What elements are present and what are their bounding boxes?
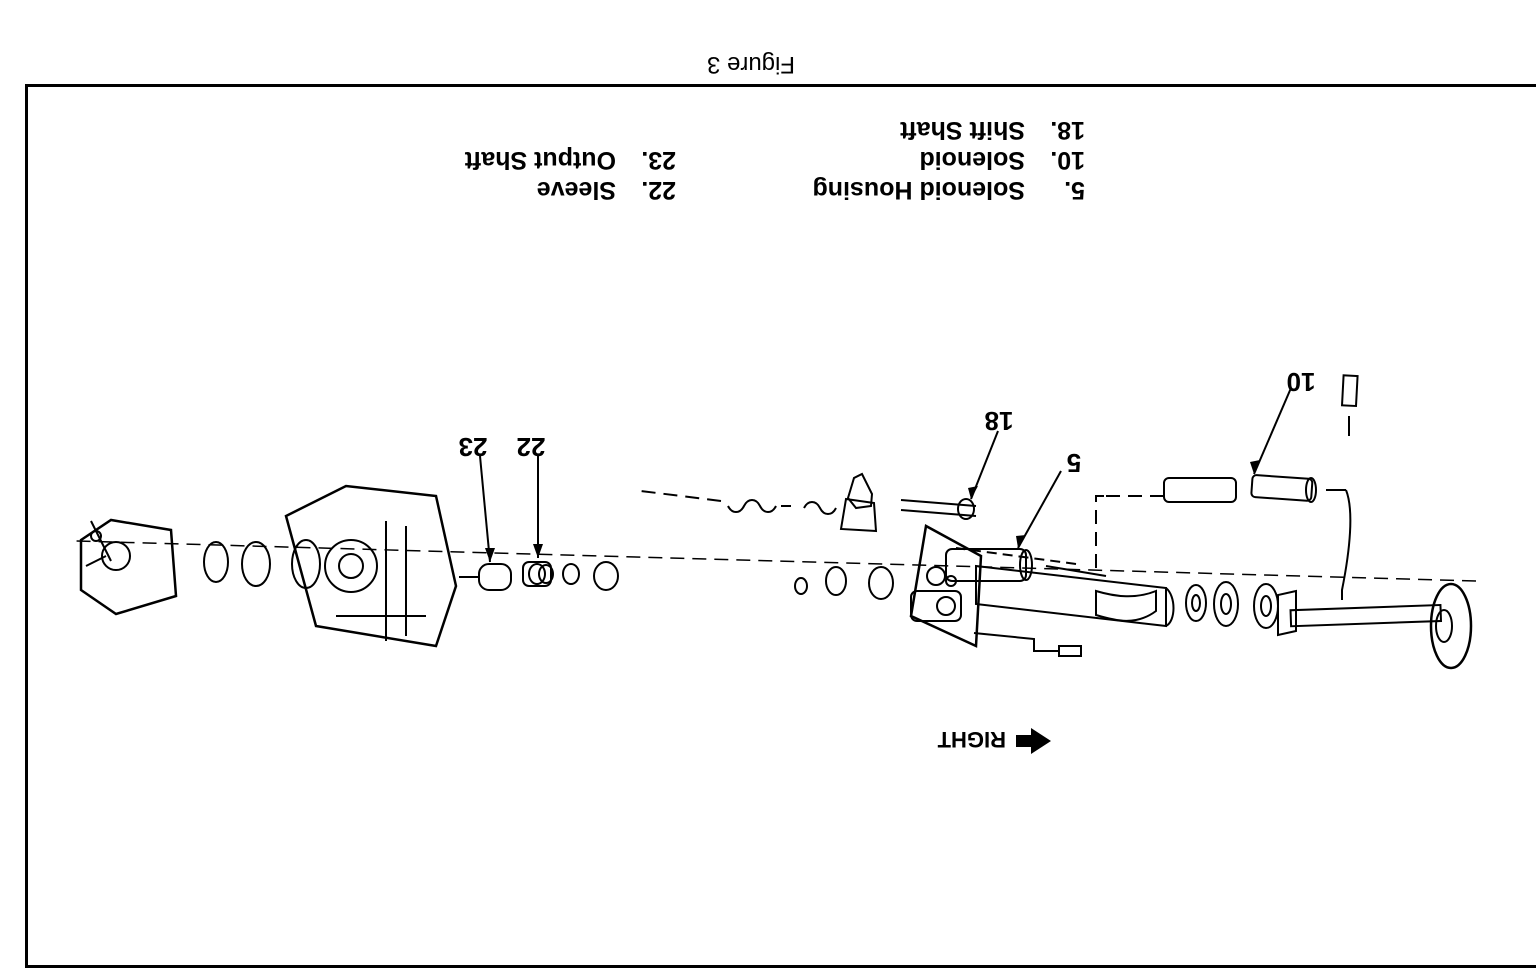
callout-22-arrowhead bbox=[533, 544, 543, 558]
callout-23-leader bbox=[479, 455, 491, 563]
output-flange-part bbox=[1277, 582, 1473, 670]
direction-indicator: RIGHT bbox=[937, 727, 1051, 754]
shift-shaft-part bbox=[640, 472, 977, 533]
callout-18-arrowhead bbox=[968, 486, 978, 499]
assembly-axis bbox=[75, 540, 1477, 582]
callout-label-10: 10 bbox=[1287, 367, 1316, 397]
callout-label-5: 5 bbox=[1067, 448, 1081, 478]
bearing-part bbox=[1185, 581, 1279, 629]
callout-label-18: 18 bbox=[985, 406, 1014, 436]
solenoid-coil-part bbox=[1095, 477, 1237, 574]
callout-10-arrowhead bbox=[1250, 460, 1260, 474]
cover-part bbox=[79, 518, 178, 616]
solenoid-part bbox=[1250, 374, 1359, 600]
callout-23-arrowhead bbox=[485, 548, 495, 562]
bolt-part bbox=[973, 632, 1082, 657]
callout-label-22: 22 bbox=[517, 432, 546, 462]
callout-label-23: 23 bbox=[459, 432, 488, 462]
callout-5-arrowhead bbox=[1016, 535, 1026, 548]
direction-label: RIGHT bbox=[937, 727, 1006, 752]
callout-10-leader bbox=[1253, 387, 1292, 475]
solenoid-barrel-part bbox=[945, 548, 1033, 582]
flange-plate-part bbox=[909, 524, 983, 648]
clutch-housing-part bbox=[203, 484, 458, 648]
sleeve-part bbox=[522, 561, 552, 587]
solenoid-housing-part bbox=[955, 547, 1175, 628]
arrow-icon bbox=[1016, 728, 1051, 754]
output-shaft-part bbox=[459, 563, 512, 591]
snap-ring-part bbox=[538, 561, 894, 600]
